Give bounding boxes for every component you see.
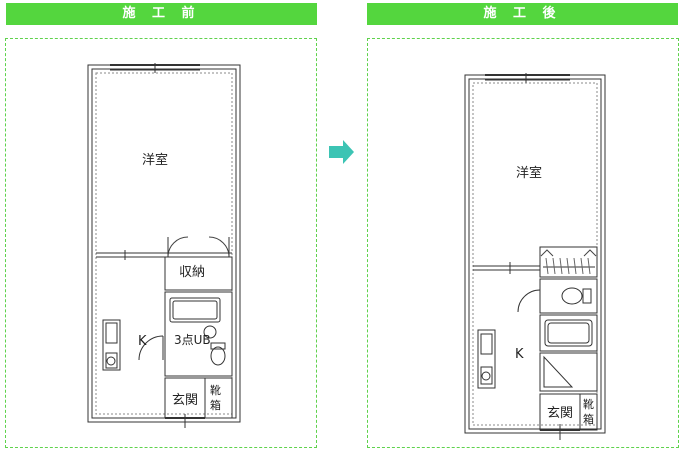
after-kitchen-counter [477, 329, 496, 389]
after-shoe-box-label-2: 箱 [583, 412, 594, 426]
after-washroom [539, 352, 598, 392]
before-kitchen-label: K [138, 334, 147, 349]
after-toilet-room [539, 278, 598, 314]
after-header: 施 工 後 [367, 3, 678, 25]
before-header: 施 工 前 [6, 3, 317, 25]
before-kitchen-counter [102, 319, 121, 371]
before-room-label: 洋室 [142, 152, 168, 168]
before-storage [164, 256, 233, 291]
before-shoe-box-label-1: 靴 [210, 383, 221, 397]
after-kitchen-label: K [515, 347, 524, 362]
before-storage-label: 収納 [179, 265, 205, 280]
after-entrance-label: 玄関 [547, 406, 573, 421]
before-outer-wall-inner [91, 68, 237, 419]
before-shoe-box [204, 377, 233, 419]
after-shoe-box [579, 393, 598, 431]
before-panel [5, 38, 317, 448]
after-shoe-box-label-1: 靴 [583, 397, 594, 411]
after-closet [539, 246, 598, 278]
after-room-label: 洋室 [516, 165, 542, 181]
after-outer-wall-outer [464, 74, 606, 434]
after-bath [539, 314, 598, 352]
before-unit-bath [164, 291, 233, 377]
after-panel [367, 38, 679, 448]
before-shoe-box-label-2: 箱 [210, 398, 221, 412]
after-outer-wall-inner [468, 78, 602, 430]
before-entrance-label: 玄関 [172, 393, 198, 408]
before-bath-label: 3点UB [174, 333, 211, 347]
